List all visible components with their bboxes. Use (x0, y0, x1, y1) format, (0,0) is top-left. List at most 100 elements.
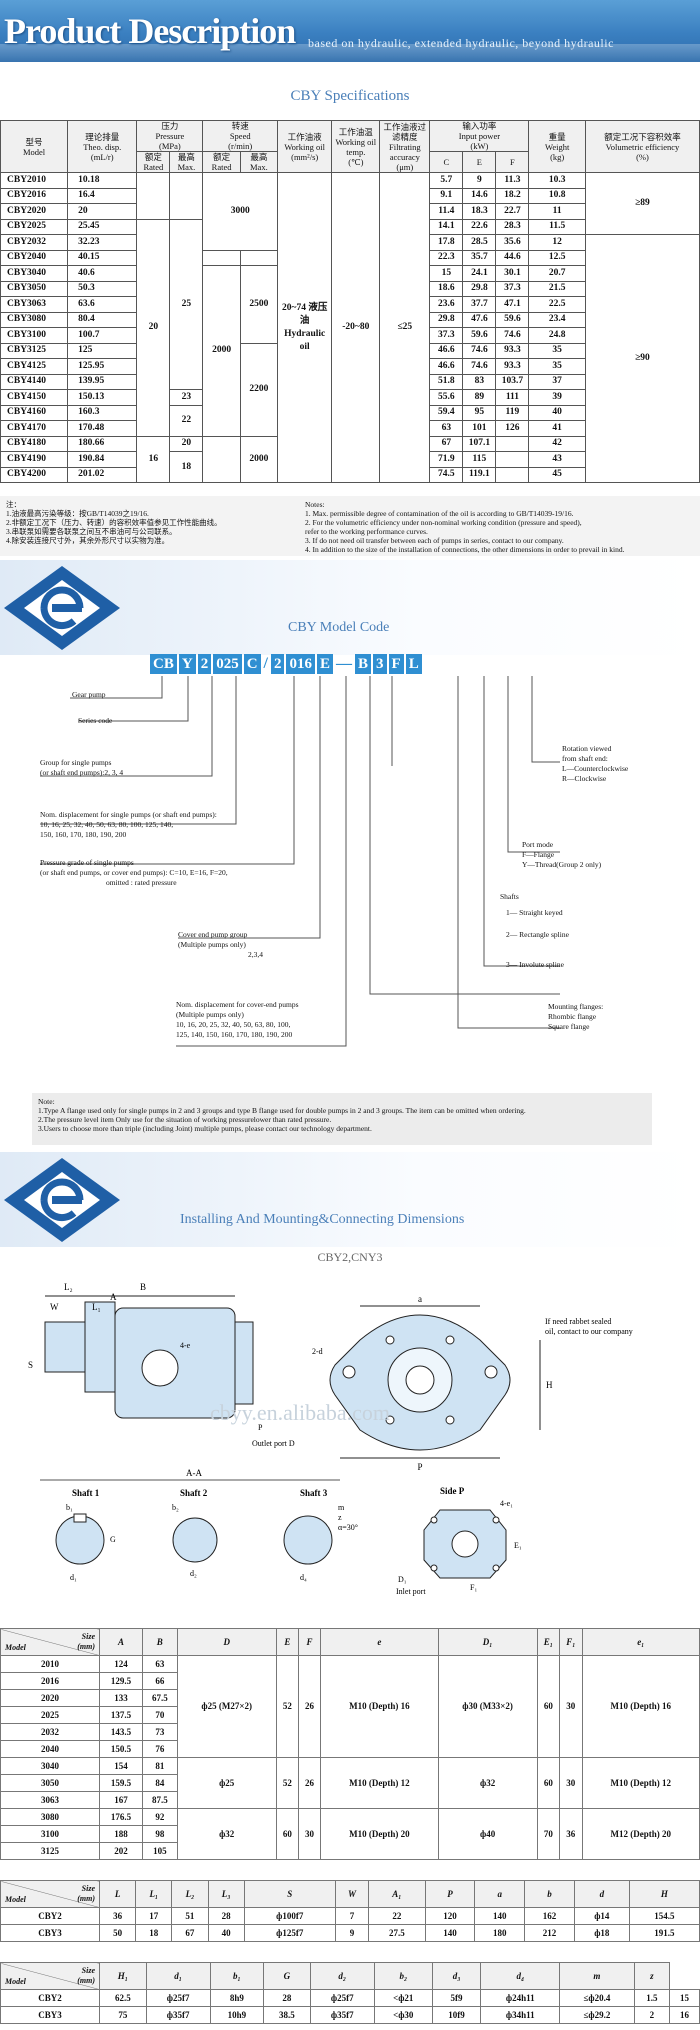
col-header-7: d₄ (480, 1962, 561, 1990)
col-header-9: z (633, 1962, 671, 1990)
disp-cell: 170.48 (67, 420, 138, 437)
label-cover-3: 2,3,4 (248, 950, 263, 959)
col-header-1: B (141, 1628, 178, 1656)
value-cell: 36 (98, 1907, 137, 1925)
speed-rated-cell (202, 249, 241, 266)
disp-cell: 40.15 (67, 249, 138, 266)
dim1-e-cell: M10 (Depth) 20 (320, 1808, 439, 1860)
dim1-D-cell: ф25 (176, 1757, 277, 1809)
shaft-1-label: Shaft 1 (72, 1488, 100, 1498)
disp-cell: 201.02 (67, 466, 138, 483)
model-code-title: CBY Model Code (288, 620, 390, 635)
disp-cell: 20 (67, 203, 138, 220)
weight-en: Weight (545, 141, 570, 152)
shaft-2-label: Shaft 2 (180, 1488, 208, 1498)
dim1-D-cell: ф25 (M27×2) (176, 1655, 277, 1758)
max-cn: 最高 (177, 152, 195, 162)
mounting-strip: Installing And Mounting&Connecting Dimen… (0, 1152, 700, 1247)
model-label: Model (5, 1895, 26, 1904)
col-header-3: E (275, 1628, 299, 1656)
power-en: Input power (458, 131, 501, 141)
label-shaft-1: 1— Straight keyed (506, 908, 563, 917)
value-cell: 154.5 (628, 1907, 700, 1925)
model-label: Model (5, 1643, 26, 1652)
value-cell: 27.5 (368, 1924, 426, 1942)
power-c-cell: 22.3 (429, 249, 464, 266)
label-rot-2: from shaft end: (562, 754, 608, 763)
value-cell: 18 (135, 1924, 173, 1942)
dim-f1: F₁ (470, 1583, 477, 1592)
dim1-e-cell: M10 (Depth) 12 (320, 1757, 439, 1809)
weight-unit: (kg) (550, 151, 565, 162)
weight-cell: 35 (528, 358, 586, 375)
power-c-cell: 17.8 (429, 234, 464, 251)
code-box: Y (178, 654, 196, 674)
value-cell: 17 (135, 1907, 173, 1925)
weight-cell: 21.5 (528, 280, 586, 297)
b-cell: 84 (141, 1774, 178, 1792)
power-e-cell: 14.6 (462, 187, 497, 204)
label-rot-3: L—Counterclockwise (562, 764, 629, 773)
value-cell: <ф30 (373, 2006, 433, 2024)
b-cell: 66 (141, 1672, 178, 1690)
value-cell: ≤ф20.4 (559, 1989, 635, 2007)
power-e-cell: 9 (462, 172, 497, 189)
value-cell: 50 (98, 1924, 137, 1942)
power-e: E (462, 151, 497, 173)
model-cell: CBY4150 (0, 389, 69, 406)
weight-cell: 11 (528, 203, 586, 220)
power-f-cell (495, 435, 530, 452)
power-c-cell: 46.6 (429, 358, 464, 375)
power-e-cell: 74.6 (462, 342, 497, 359)
power-f-cell: 35.6 (495, 234, 530, 251)
label-cover-group: Cover end pump group(Multiple pumps only… (178, 930, 263, 960)
model-cell: CBY4190 (0, 451, 69, 468)
dim-l1: L₁ (92, 1302, 101, 1312)
mounting-title: Installing And Mounting&Connecting Dimen… (180, 1212, 465, 1227)
power-e-cell: 24.1 (462, 265, 497, 282)
value-cell: ф18 (573, 1924, 630, 1942)
dim1-F1-cell: 30 (559, 1655, 583, 1758)
power-f-cell: 28.3 (495, 218, 530, 235)
dim1-E-cell: 52 (275, 1757, 299, 1809)
side-p-label: Side P (440, 1486, 465, 1496)
pressure-unit: (MPa) (159, 141, 181, 151)
label-2-d: 2-d (312, 1347, 323, 1356)
col-header-11: H (628, 1880, 700, 1908)
dim-alpha: α=30° (338, 1523, 358, 1532)
col-header-0: A (99, 1628, 143, 1656)
temp-unit: (℃) (348, 156, 364, 167)
power-e-cell: 28.5 (462, 234, 497, 251)
speed-rated-cn: 额定 (213, 152, 231, 162)
col-header-8: m (559, 1962, 635, 1990)
value-cell: ф35f7 (145, 2006, 211, 2024)
filtration-cell: ≤25 (379, 172, 431, 483)
eff-en: Volumetric efficiency (605, 141, 680, 152)
rated-cn: 额定 (144, 152, 162, 162)
dim1-E-cell: 60 (275, 1808, 299, 1860)
power-c-cell: 63 (429, 420, 464, 437)
power-c-cell: 67 (429, 435, 464, 452)
speed-cell: 3000 (202, 172, 278, 251)
power-f-cell: 44.6 (495, 249, 530, 266)
power-f-cell: 119 (495, 404, 530, 421)
dim1-F-cell: 26 (297, 1757, 322, 1809)
model-cell: CBY4170 (0, 420, 69, 437)
size-label: Size (81, 1966, 95, 1975)
model-cell: 3100 (0, 1825, 100, 1843)
col-header-4: d₂ (309, 1962, 375, 1990)
disp-cell: 63.6 (67, 296, 138, 313)
power-e-cell: 35.7 (462, 249, 497, 266)
b-cell: 87.5 (141, 1791, 178, 1809)
label-pressure-grade: Pressure grade of single pumps(or shaft … (40, 858, 228, 888)
power-e-cell: 37.7 (462, 296, 497, 313)
dim1-E-cell: 52 (275, 1655, 299, 1758)
note-en-line: 3. If do not need oil transfer between e… (305, 536, 564, 545)
